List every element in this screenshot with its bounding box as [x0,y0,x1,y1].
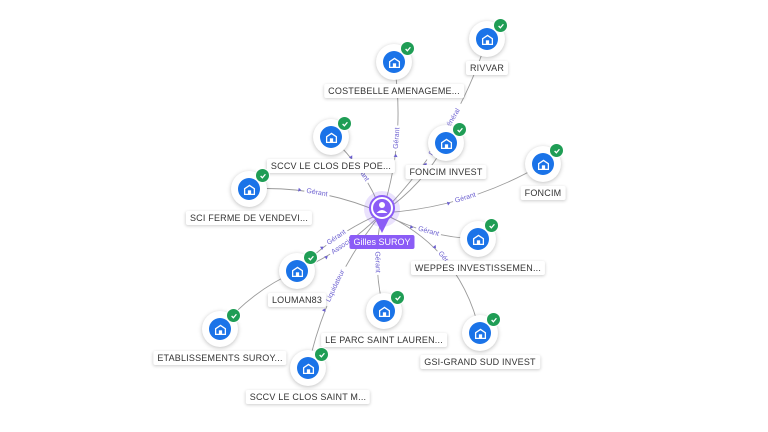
company-node-circle [366,290,405,329]
edge-arrow-icon [432,244,437,249]
company-node-label: GSI-GRAND SUD INVEST [420,355,540,369]
company-node-circle [376,41,415,80]
company-node-label: SCI FERME DE VENDEVI... [185,211,313,225]
building-icon [286,260,308,282]
edge-arrow-icon [409,224,414,229]
edge-label: Gérant [306,188,328,199]
verified-check-icon [390,290,405,305]
edge-label-group: Gérant [391,125,402,158]
building-icon [383,51,405,73]
edge-arrow-icon [298,187,302,192]
company-node-circle [313,116,352,155]
verified-check-icon [226,308,241,323]
verified-check-icon [337,116,352,131]
edge-label-group: Gérant [298,185,331,199]
company-node-label: RIVVAR [465,61,509,75]
company-node-circle [290,347,329,386]
building-icon [435,132,457,154]
company-node-circle [525,143,564,182]
building-icon [238,178,260,200]
verified-check-icon [486,312,501,327]
company-node-circle [460,218,499,257]
company-node-circle [462,312,501,351]
company-node-label: ETABLISSEMENTS SUROY... [153,351,287,365]
company-node-circle [202,308,241,347]
building-icon [532,153,554,175]
verified-check-icon [493,18,508,33]
company-node-label: FONCIM [520,186,566,200]
building-icon [297,357,319,379]
company-node-circle [428,122,467,161]
company-node-label: LOUMAN83 [267,293,327,307]
company-node-label: FONCIM INVEST [405,165,487,179]
edge-label: Gérant [373,251,380,273]
edge-label-group: Gérant [446,189,479,206]
company-node-label: SCCV LE CLOS SAINT M... [245,390,371,404]
company-node-label: COSTEBELLE AMENAGEME... [324,84,464,98]
company-node-label: WEPPES INVESTISSEMEN... [410,261,546,275]
building-icon [209,318,231,340]
building-icon [469,322,491,344]
edge-arrow-icon [321,308,326,313]
verified-check-icon [484,218,499,233]
verified-check-icon [255,168,270,183]
person-pin-icon [364,191,400,233]
edge-arrow-icon [446,201,451,206]
edge-arrow-icon [393,153,398,158]
edge-label: Liquidateur [325,268,347,303]
building-icon [373,300,395,322]
building-icon [467,228,489,250]
company-node-circle [231,168,270,207]
company-node-label: LE PARC SAINT LAUREN... [321,333,447,347]
edge-arrow-icon [319,246,324,250]
verified-check-icon [549,143,564,158]
company-node-label: SCCV LE CLOS DES POE... [266,159,396,173]
company-node-circle [279,250,318,289]
verified-check-icon [400,41,415,56]
company-node-circle [469,18,508,57]
verified-check-icon [314,347,329,362]
building-icon [320,126,342,148]
edge-arrow-icon [348,155,353,159]
verified-check-icon [303,250,318,265]
verified-check-icon [452,122,467,137]
edge-arrow-icon [324,256,328,260]
building-icon [476,28,498,50]
center-person-label: Gilles SUROY [349,235,415,249]
edge-label: Gérant [454,192,477,205]
edge-label: Gérant [393,127,402,149]
